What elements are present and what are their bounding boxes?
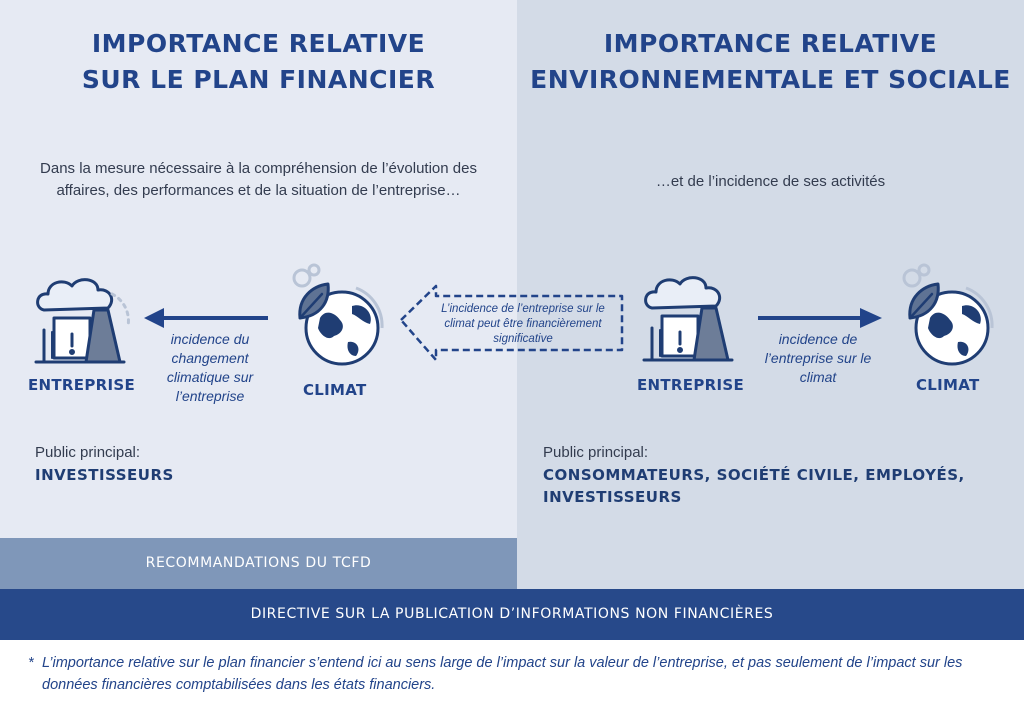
globe-leaf-icon: [292, 263, 384, 366]
globe-leaf-icon: [902, 263, 994, 366]
financial-panel: [0, 0, 517, 538]
financial-audience-value: INVESTISSEURS: [35, 466, 174, 484]
financial-arrow-label: incidence du changement climatique sur l…: [166, 331, 254, 404]
environmental-title: IMPORTANCE RELATIVE ENVIRONNEMENTALE ET …: [530, 29, 1011, 94]
environmental-intro: …et de l’incidence de ses activités: [655, 173, 886, 190]
environmental-audience-label: Public principal:: [543, 444, 649, 461]
dashed-arrow-icon: [399, 284, 624, 362]
tcfd-band: RECOMMANDATIONS DU TCFD: [0, 538, 517, 589]
factory-icon: [642, 276, 734, 362]
factory-icon: [34, 278, 130, 364]
environmental-entity-climat: CLIMAT: [916, 376, 980, 394]
footnote-text: L’importance relative sur le plan financ…: [42, 655, 963, 693]
footnote-star: *: [28, 655, 34, 671]
arrow-icon: [144, 308, 268, 328]
environmental-arrow-label: incidence de l’entreprise sur le climat: [764, 331, 872, 385]
directive-band: DIRECTIVE SUR LA PUBLICATION D’INFORMATI…: [0, 589, 1024, 640]
financial-intro: Dans la mesure nécessaire à la compréhen…: [40, 160, 477, 199]
financial-audience-label: Public principal:: [35, 444, 141, 461]
financial-entity-entreprise: ENTREPRISE: [28, 376, 136, 394]
financial-title: IMPORTANCE RELATIVE SUR LE PLAN FINANCIE…: [81, 29, 436, 94]
environmental-entity-entreprise: ENTREPRISE: [637, 376, 745, 394]
footnote: * L’importance relative sur le plan fina…: [28, 652, 998, 696]
environmental-audience-value: CONSOMMATEURS, SOCIÉTÉ CIVILE, EMPLOYÉS,…: [543, 466, 965, 506]
arrow-icon: [758, 308, 882, 328]
financial-entity-climat: CLIMAT: [303, 381, 367, 399]
dashed-arrow-label: L’incidence de l’entreprise sur le clima…: [441, 303, 605, 345]
